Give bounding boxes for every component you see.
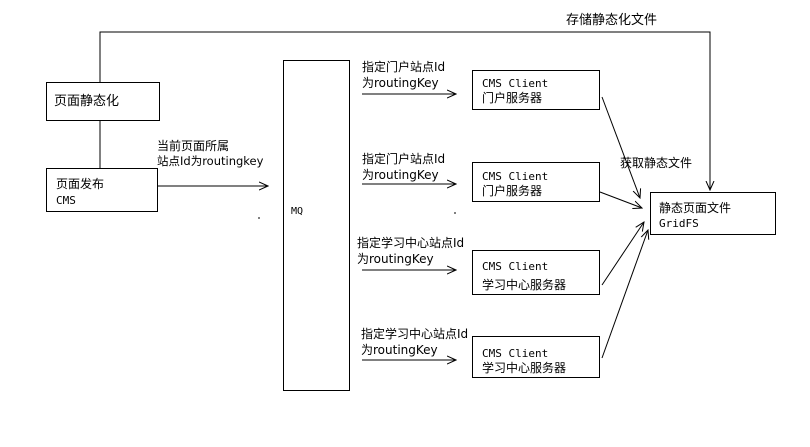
store-file-label: 存储静态化文件	[566, 13, 658, 28]
client-node-3: CMS Client 学习中心服务器	[472, 250, 600, 295]
client-node-4: CMS Client 学习中心服务器	[472, 336, 600, 378]
client-1-server: 门户服务器	[482, 91, 543, 105]
client-2-fetch-arrow	[599, 191, 642, 208]
client-2-edge-label-1: 指定门户站点Id	[362, 152, 446, 166]
mq-label: MQ	[291, 206, 304, 217]
client-3-fetch-arrow	[601, 222, 644, 286]
gridfs-node: 静态页面文件 GridFS	[650, 192, 776, 235]
publish-edge-label-2: 站点Id为routingkey	[157, 154, 264, 168]
store-file-arrow	[99, 31, 710, 190]
client-4-server: 学习中心服务器	[482, 361, 567, 375]
client-3-edge-label-1: 指定学习中心站点Id	[357, 236, 465, 250]
fetch-file-label: 获取静态文件	[620, 156, 693, 170]
publish-edge-label-1: 当前页面所属	[157, 139, 230, 153]
gridfs-sublabel: GridFS	[659, 217, 699, 230]
mq-node: MQ	[283, 60, 350, 391]
publish-label: 页面发布	[56, 177, 105, 191]
client-node-2: CMS Client 门户服务器	[472, 162, 600, 202]
client-2-server: 门户服务器	[482, 184, 543, 198]
client-1-fetch-arrow	[601, 96, 640, 198]
client-3-edge-label-2: 为routingKey	[357, 252, 434, 266]
client-4-edge-label-1: 指定学习中心站点Id	[361, 327, 469, 341]
client-1-edge-label-1: 指定门户站点Id	[362, 60, 446, 74]
client-2-title: CMS Client	[482, 170, 549, 183]
client-4-fetch-arrow	[601, 230, 648, 359]
static-page-node: 页面静态化	[46, 82, 160, 121]
static-page-label: 页面静态化	[54, 94, 120, 109]
client-3-server: 学习中心服务器	[482, 278, 567, 292]
client-1-title: CMS Client	[482, 77, 549, 90]
client-4-title: CMS Client	[482, 347, 549, 360]
client-1-edge-label-2: 为routingKey	[362, 76, 439, 90]
gridfs-title: 静态页面文件	[659, 201, 732, 215]
client-3-title: CMS Client	[482, 260, 549, 273]
client-2-edge-label-2: 为routingKey	[362, 168, 439, 182]
client-node-1: CMS Client 门户服务器	[472, 70, 600, 110]
client-4-edge-label-2: 为routingKey	[361, 343, 438, 357]
publish-node: 页面发布 CMS	[46, 168, 158, 212]
publish-sublabel: CMS	[56, 194, 76, 207]
